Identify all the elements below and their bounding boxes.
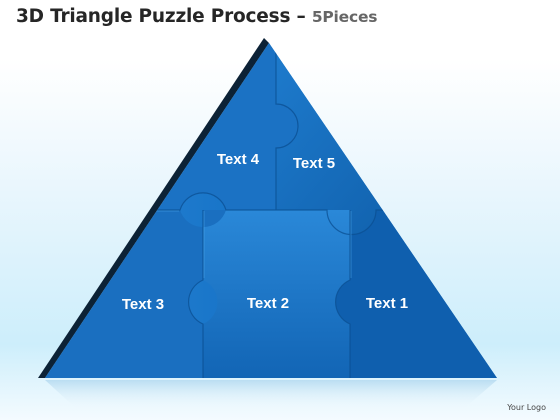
piece-5-label: Text 5 <box>293 155 335 172</box>
piece-2-label: Text 2 <box>247 295 289 312</box>
puzzle-piece-1 <box>327 210 497 378</box>
title-subtitle: 5Pieces <box>311 8 378 26</box>
piece-1-label: Text 1 <box>366 295 408 312</box>
logo-placeholder: Your Logo <box>507 403 546 412</box>
puzzle-seams <box>45 43 497 378</box>
puzzle-piece-2 <box>203 210 350 378</box>
title-main: 3D Triangle Puzzle Process – <box>16 6 306 27</box>
floor-reflection <box>45 380 497 412</box>
piece-3-label: Text 3 <box>122 296 164 313</box>
puzzle-piece-5 <box>276 43 440 235</box>
triangle-dark-edge <box>38 38 269 378</box>
piece-4-label: Text 4 <box>217 151 260 168</box>
page-title: 3D Triangle Puzzle Process – 5Pieces <box>16 6 378 27</box>
